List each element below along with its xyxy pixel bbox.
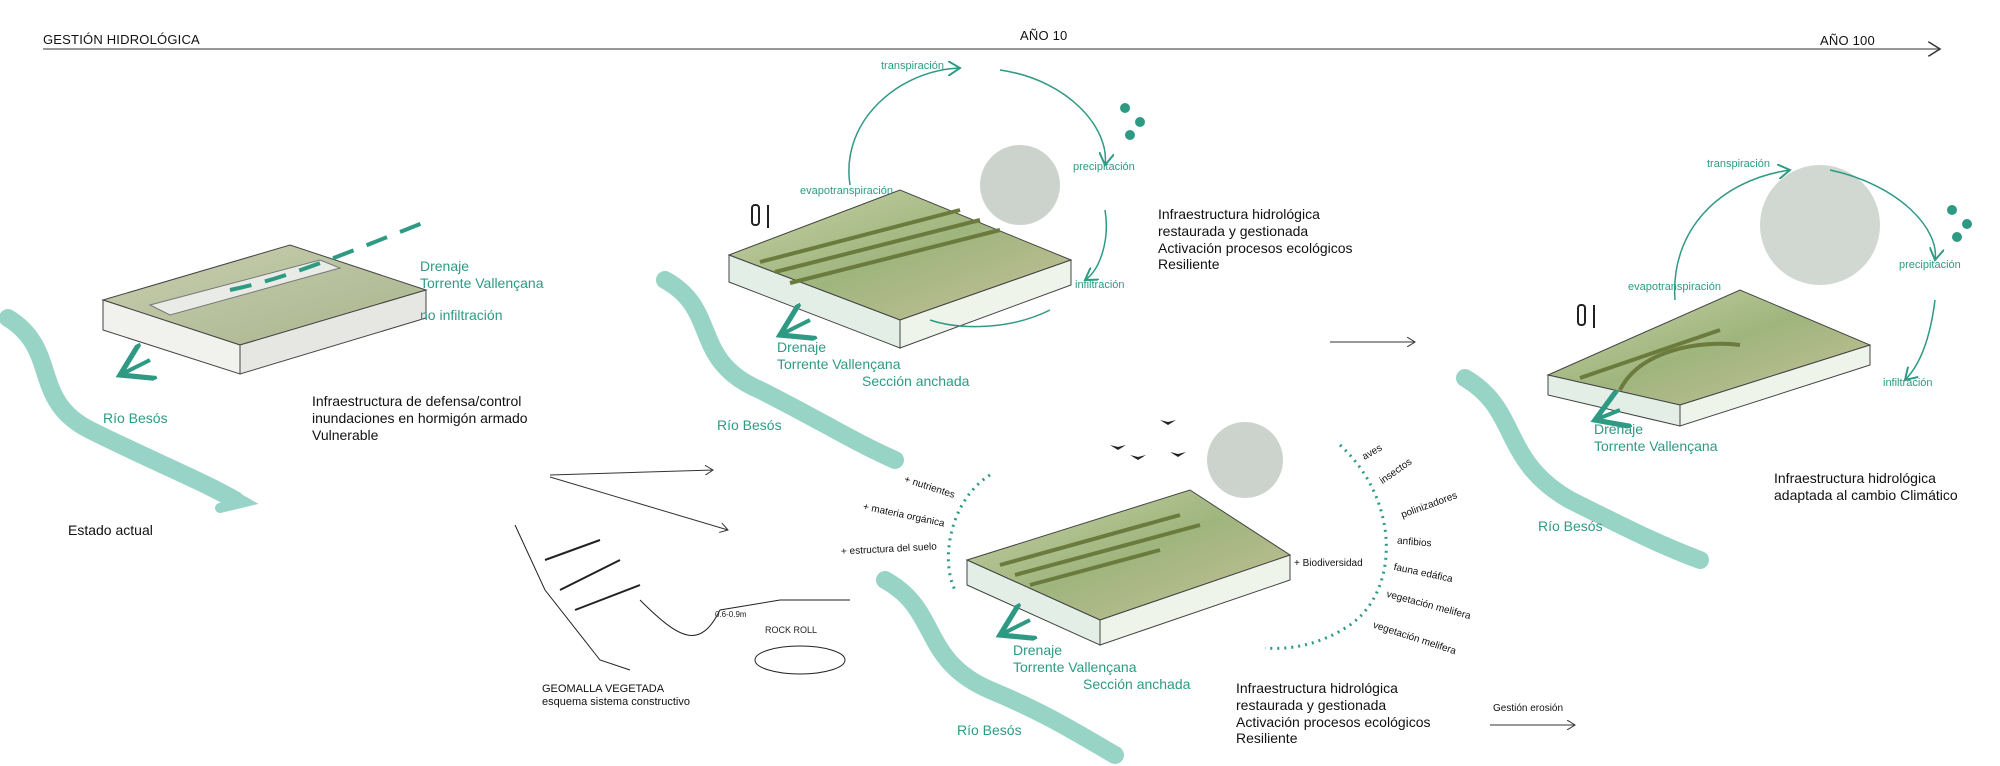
thermometer-icon-year100 bbox=[1577, 304, 1595, 328]
precipitation-label: precipitación bbox=[1899, 259, 1961, 271]
birds-icon bbox=[1110, 420, 1186, 460]
water-cycle-year100 bbox=[1673, 170, 1936, 380]
current-caption: Estado actual bbox=[68, 522, 153, 538]
rain-drops-icon-year100 bbox=[1947, 205, 1972, 242]
page-title: GESTIÓN HIDROLÓGICA bbox=[43, 32, 200, 47]
adapted-channel-block-year100 bbox=[1546, 165, 1880, 426]
restored-channel-block-year10 bbox=[727, 145, 1073, 349]
sketch-annotation-depth: 0.6-0.9m bbox=[715, 610, 747, 619]
river-label: Río Besós bbox=[1538, 518, 1603, 534]
geomalla-sketch: ROCK ROLL 0.6-0.9m bbox=[514, 524, 850, 675]
timeline-label-year100: AÑO 100 bbox=[1820, 33, 1875, 48]
river-arrow-year100 bbox=[1456, 369, 1709, 569]
evapotranspiration-label: evapotranspiración bbox=[1628, 281, 1721, 293]
rain-drops-icon-year10 bbox=[1120, 103, 1145, 140]
connector-arrow bbox=[549, 476, 728, 530]
transpiration-label: transpiración bbox=[881, 60, 944, 72]
species-cycle-dotted-arc bbox=[1264, 443, 1388, 650]
transpiration-label: transpiración bbox=[1707, 158, 1770, 170]
precipitation-label: precipitación bbox=[1073, 161, 1135, 173]
thermometer-icon-year10 bbox=[751, 204, 769, 228]
river-arrow-current bbox=[0, 309, 259, 513]
river-label: Río Besós bbox=[717, 417, 782, 433]
river-arrow-biodiversity bbox=[876, 571, 1124, 764]
sketch-annotation-rock-roll: ROCK ROLL bbox=[765, 625, 817, 635]
water-cycle-year10 bbox=[848, 68, 1106, 328]
river-arrow-year10 bbox=[656, 271, 904, 469]
biodiversity-label: + Biodiversidad bbox=[1294, 558, 1363, 569]
river-label: Río Besós bbox=[103, 410, 168, 426]
evapotranspiration-label: evapotranspiración bbox=[800, 185, 893, 197]
no-infiltration-label: no infiltración bbox=[420, 307, 503, 323]
erosion-label: Gestión erosión bbox=[1493, 703, 1564, 714]
concrete-channel-block bbox=[101, 218, 431, 375]
timeline-label-year10: AÑO 10 bbox=[1020, 28, 1068, 43]
infiltration-label: infiltración bbox=[1883, 377, 1933, 389]
infiltration-label: infiltración bbox=[1075, 279, 1125, 291]
soil-cycle-dotted-arc bbox=[947, 473, 991, 591]
river-label: Río Besós bbox=[957, 722, 1022, 738]
restored-channel-block-biodiversity bbox=[965, 422, 1292, 646]
connector-arrow bbox=[549, 470, 713, 476]
